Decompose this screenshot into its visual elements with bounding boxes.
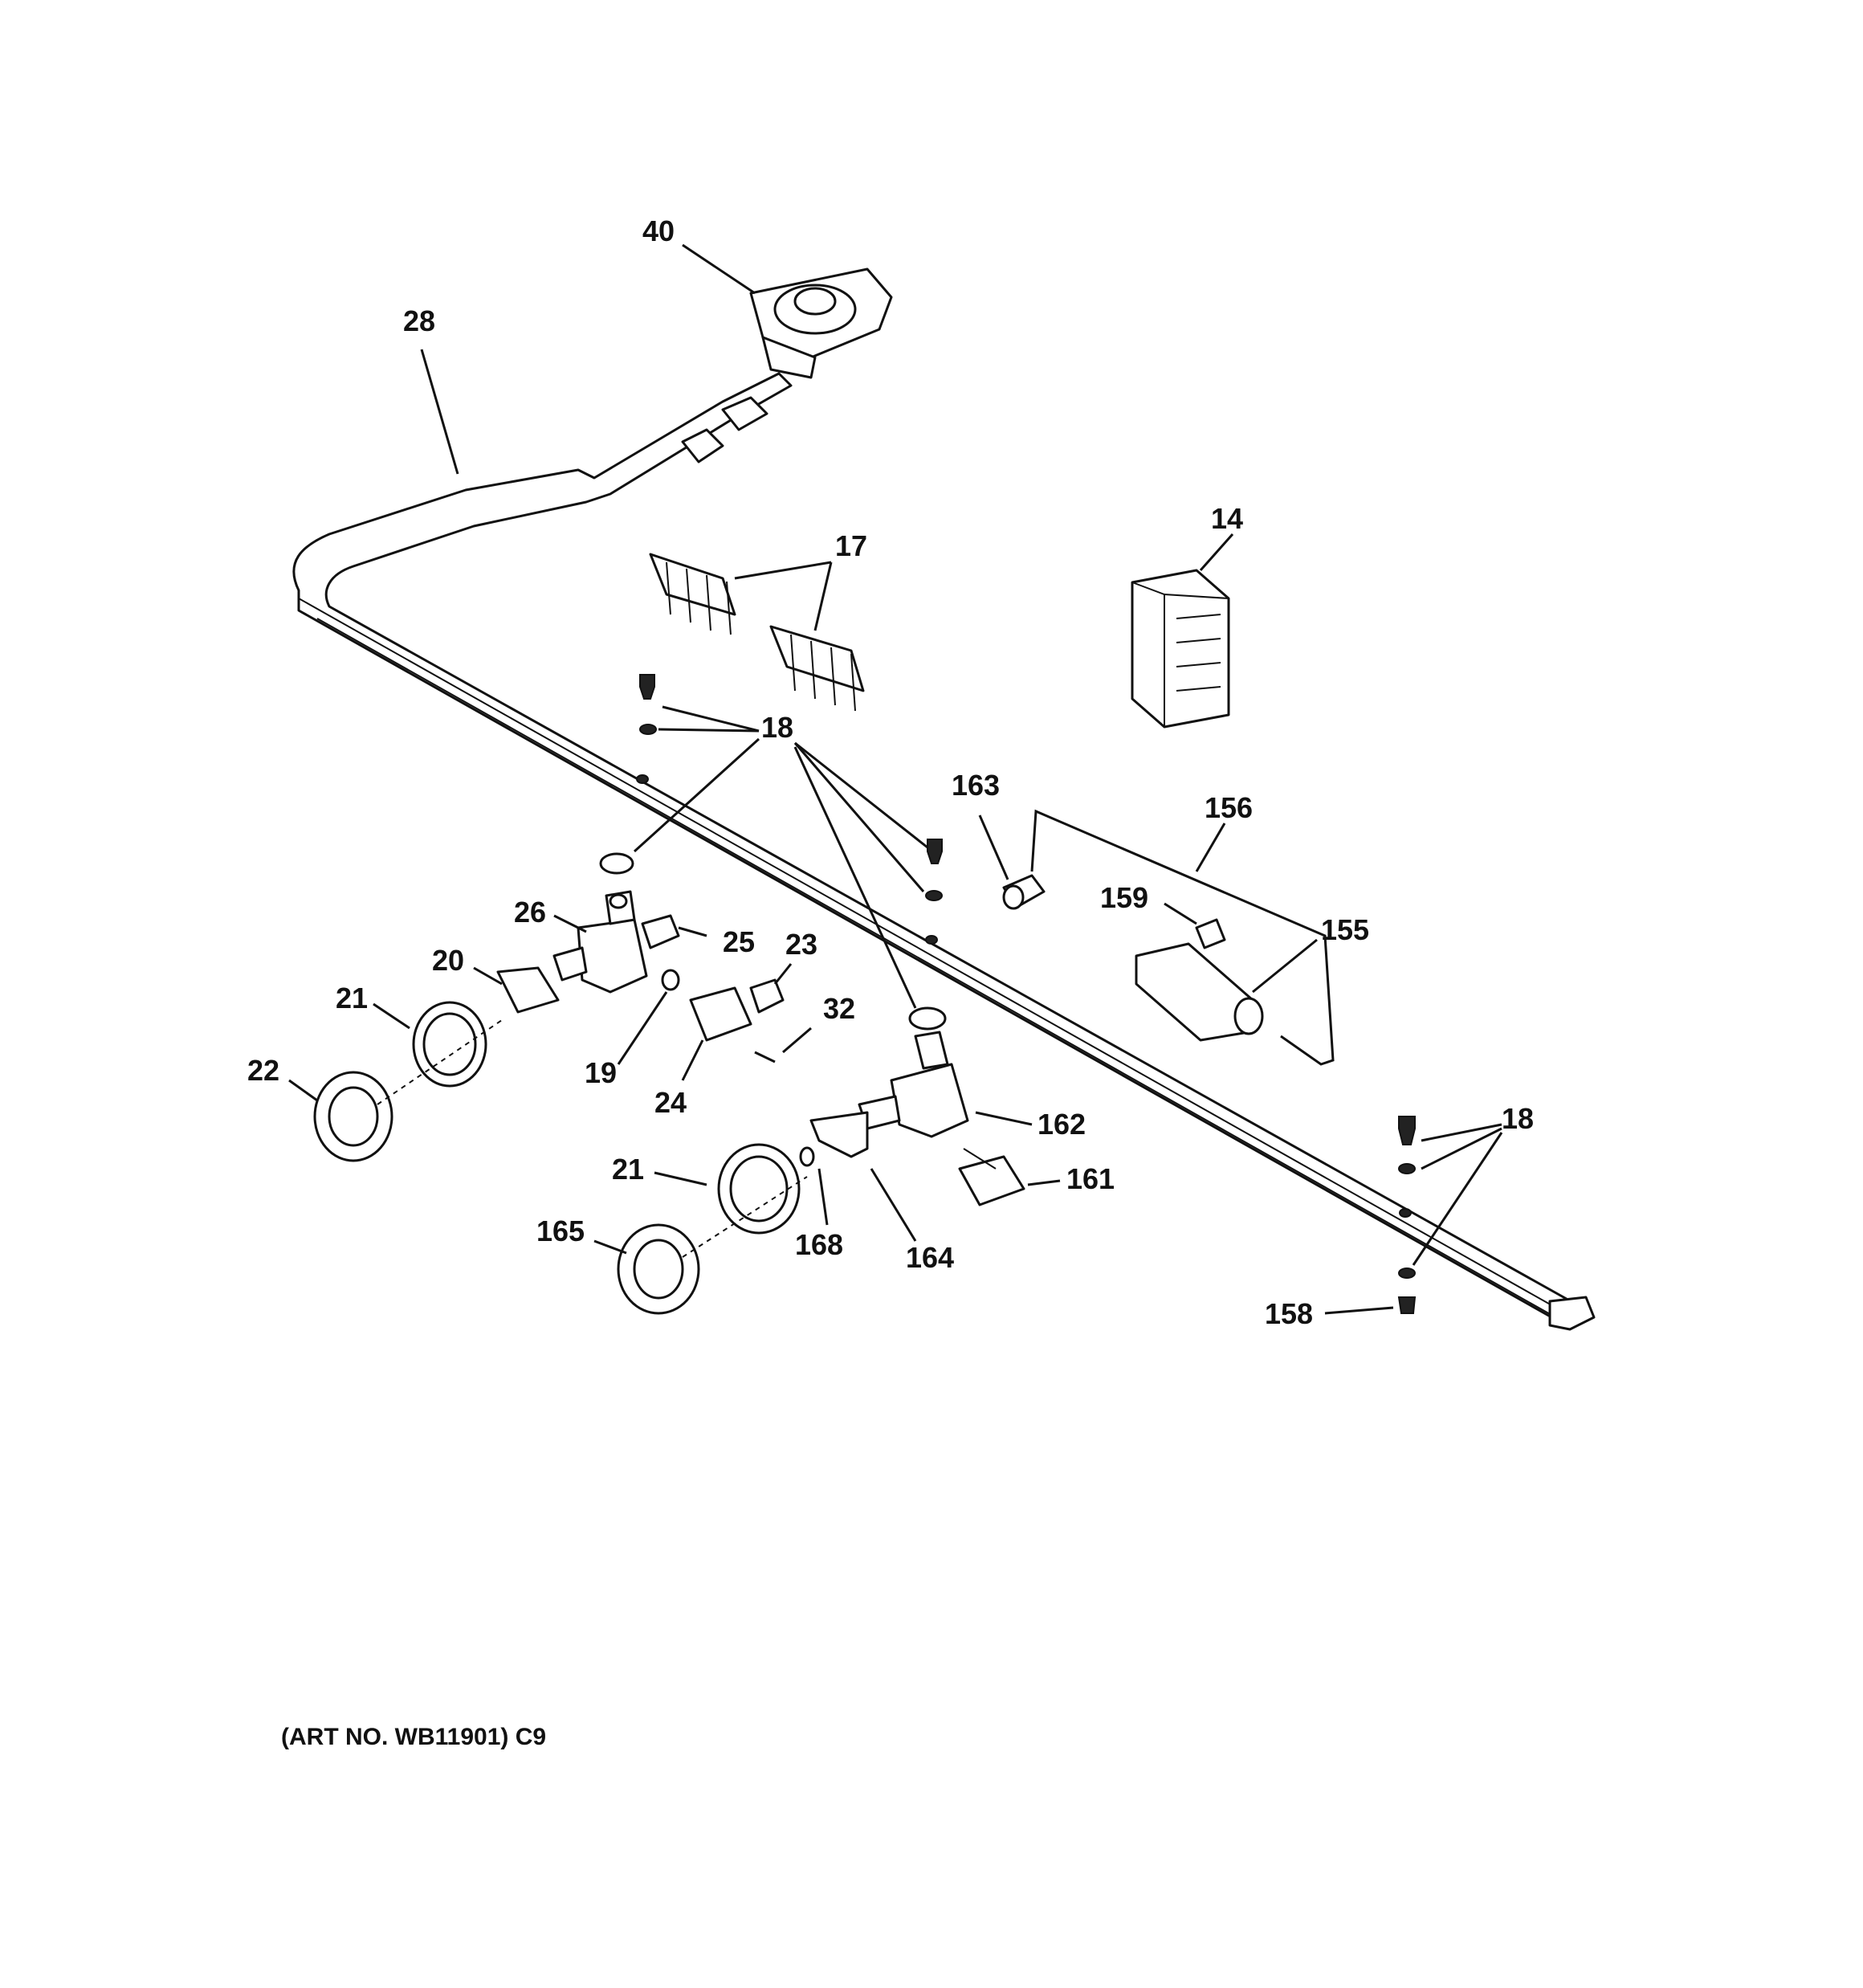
callout-22: 22	[247, 1054, 279, 1087]
knob-22	[313, 1071, 393, 1162]
callout-32: 32	[823, 992, 855, 1025]
seal-ring-upper	[599, 852, 634, 875]
o-ring-19	[661, 969, 680, 991]
micro-switch-161	[958, 1148, 1025, 1206]
callout-25: 25	[723, 925, 755, 958]
callout-14: 14	[1211, 502, 1243, 535]
screw-washer-set-upper	[639, 674, 943, 901]
callout-159: 159	[1100, 881, 1148, 914]
bracket-164	[809, 1111, 869, 1158]
callout-168: 168	[795, 1228, 843, 1261]
valve-162	[858, 1031, 969, 1138]
callout-26: 26	[514, 896, 546, 929]
callout-labels: 40 28 14 17 18 163 156 159 155 26 25 23 …	[247, 214, 1534, 1330]
callout-165: 165	[536, 1214, 585, 1247]
seal-ring-lower	[908, 1006, 947, 1031]
bracket-20	[496, 966, 560, 1014]
callout-21-lower: 21	[612, 1153, 644, 1186]
bezel-21-upper	[412, 1001, 487, 1088]
callout-164: 164	[906, 1241, 954, 1274]
washer-168	[799, 1146, 815, 1167]
screw-32	[754, 1051, 776, 1063]
knob-165	[617, 1223, 700, 1315]
callout-24: 24	[654, 1086, 687, 1119]
terminal-block-lower	[769, 625, 865, 712]
callout-162: 162	[1037, 1108, 1086, 1141]
flame-sensor-155	[1135, 918, 1264, 1042]
callout-19: 19	[585, 1056, 617, 1089]
callout-161: 161	[1066, 1162, 1115, 1195]
tubing-156	[1030, 809, 1335, 1066]
callout-28: 28	[403, 304, 435, 337]
regulator-40	[681, 267, 893, 463]
terminal-block-upper	[649, 553, 736, 635]
valve-26	[552, 890, 680, 994]
callout-21-upper: 21	[336, 982, 368, 1014]
leader-lines	[288, 243, 1503, 1315]
bezel-21-lower	[717, 1143, 801, 1235]
ignition-module	[1131, 569, 1230, 729]
callout-40: 40	[642, 214, 675, 247]
callout-18-upper: 18	[761, 711, 793, 744]
callout-23: 23	[785, 928, 817, 961]
callout-155: 155	[1321, 913, 1369, 946]
callout-17: 17	[835, 529, 867, 562]
callout-156: 156	[1205, 791, 1253, 824]
callout-18-lower: 18	[1502, 1102, 1534, 1135]
screw-washer-set-lower	[1397, 1116, 1417, 1314]
callout-163: 163	[952, 769, 1000, 802]
assembly-axis-upper	[377, 1019, 503, 1105]
elbow-fitting-163	[1002, 874, 1046, 910]
callout-158: 158	[1265, 1297, 1313, 1330]
callout-20: 20	[432, 944, 464, 977]
art-number-caption: (ART NO. WB11901) C9	[281, 1724, 546, 1750]
manifold-pipe	[292, 372, 1596, 1331]
switch-24	[689, 978, 785, 1042]
